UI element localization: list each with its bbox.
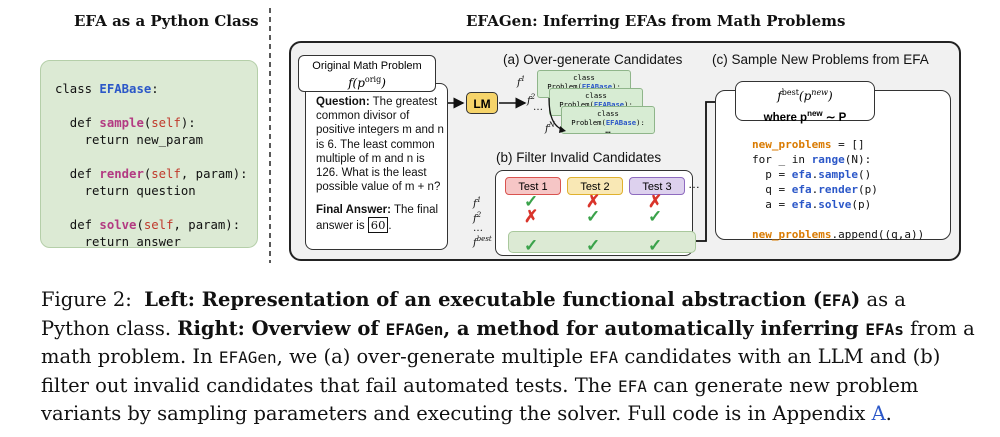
filter-title: (b) Filter Invalid Candidates	[496, 150, 662, 165]
code-line: return question	[55, 184, 196, 198]
figure-caption: Figure 2: Left: Representation of an exe…	[41, 288, 975, 425]
original-problem-title: Original Math Problem	[312, 60, 422, 72]
candidate-label-2: f2	[527, 93, 536, 107]
cross-icon: ✗	[524, 207, 539, 226]
sample-code-line: new_problems = []	[752, 138, 865, 151]
check-icon: ✓	[648, 236, 663, 255]
arrow-candidate-stack	[548, 97, 566, 133]
sample-code-line: new_problems.append((q,a))	[752, 228, 925, 241]
code-line: def solve(self, param):	[55, 218, 241, 232]
sample-code: new_problems = [] for _ in range(N): p = …	[752, 137, 924, 242]
appendix-link[interactable]: A	[871, 402, 886, 425]
filter-row-label: …	[473, 223, 483, 234]
check-icon: ✓	[648, 207, 663, 226]
left-heading: EFA as a Python Class	[74, 12, 259, 30]
filter-row-label: f2	[473, 211, 482, 225]
fbest-label: fbest(pnew) where pnew ∼ P	[735, 81, 875, 124]
lm-box: LM	[466, 92, 498, 114]
test-header-1: Test 1	[505, 177, 561, 195]
original-question: Question: The greatest common divisor of…	[316, 96, 444, 233]
candidate-label-dots: …	[533, 102, 543, 113]
sample-code-line: p = efa.sample()	[752, 168, 872, 181]
sample-title: (c) Sample New Problems from EFA	[712, 52, 929, 67]
best-candidate-row	[508, 231, 696, 253]
test-header-3: Test 3	[629, 177, 685, 195]
original-problem-label: Original Math Problem f(porig)	[298, 55, 436, 92]
sample-code-line	[752, 212, 924, 227]
check-icon: ✓	[524, 192, 539, 211]
code-line: class EFABase:	[55, 82, 159, 96]
fbest-formula: fbest(pnew)	[777, 88, 833, 103]
sample-code-line: for _ in range(N):	[752, 153, 872, 166]
check-icon: ✓	[524, 236, 539, 255]
code-line: def sample(self):	[55, 116, 196, 130]
original-problem-card	[305, 83, 448, 250]
candidate-card: class Problem(EFABase):…	[561, 106, 655, 136]
candidate-label-1: f1	[517, 75, 526, 89]
cross-icon: ✗	[648, 192, 663, 211]
overgen-title: (a) Over-generate Candidates	[503, 52, 683, 67]
cross-icon: ✗	[586, 192, 601, 211]
final-answer-box: 60	[367, 216, 389, 233]
sample-code-line: a = efa.solve(p)	[752, 198, 872, 211]
efa-class-code-block: class EFABase: def sample(self): return …	[40, 60, 258, 251]
sample-code-line: q = efa.render(p)	[752, 183, 878, 196]
candidate-label-n: fN	[545, 121, 555, 135]
more-tests: …	[688, 177, 700, 191]
panel-divider	[269, 8, 271, 263]
code-line: def render(self, param):	[55, 167, 248, 181]
where-clause: where pnew ∼ P	[763, 109, 847, 124]
filter-row-label: fbest	[473, 235, 492, 249]
code-line: return answer	[55, 235, 181, 249]
code-line: return new_param	[55, 133, 204, 147]
check-icon: ✓	[586, 236, 601, 255]
right-heading: EFAGen: Inferring EFAs from Math Problem…	[466, 12, 846, 30]
filter-row-label: f1	[473, 196, 482, 210]
original-problem-formula: f(porig)	[348, 75, 386, 90]
test-header-2: Test 2	[567, 177, 623, 195]
efa-class-code: class EFABase: def sample(self): return …	[41, 61, 257, 251]
check-icon: ✓	[586, 207, 601, 226]
